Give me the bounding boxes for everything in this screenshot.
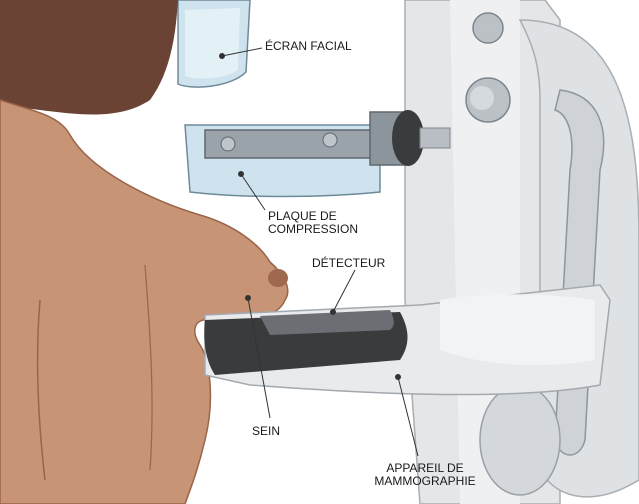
label-compression-plate: PLAQUE DE COMPRESSION bbox=[268, 210, 358, 236]
face-shield bbox=[178, 0, 250, 87]
label-breast: SEIN bbox=[252, 425, 280, 438]
machine-column bbox=[405, 0, 639, 504]
label-detector: DÉTECTEUR bbox=[312, 257, 385, 270]
label-face-shield: ÉCRAN FACIAL bbox=[265, 40, 352, 53]
label-compression-plate-line2: COMPRESSION bbox=[268, 223, 358, 236]
label-mammography-device-line2: MAMMOGRAPHIE bbox=[360, 475, 490, 488]
hair bbox=[0, 0, 178, 114]
leader-detector bbox=[333, 270, 355, 312]
label-mammography-device: APPAREIL DE MAMMOGRAPHIE bbox=[360, 462, 490, 488]
